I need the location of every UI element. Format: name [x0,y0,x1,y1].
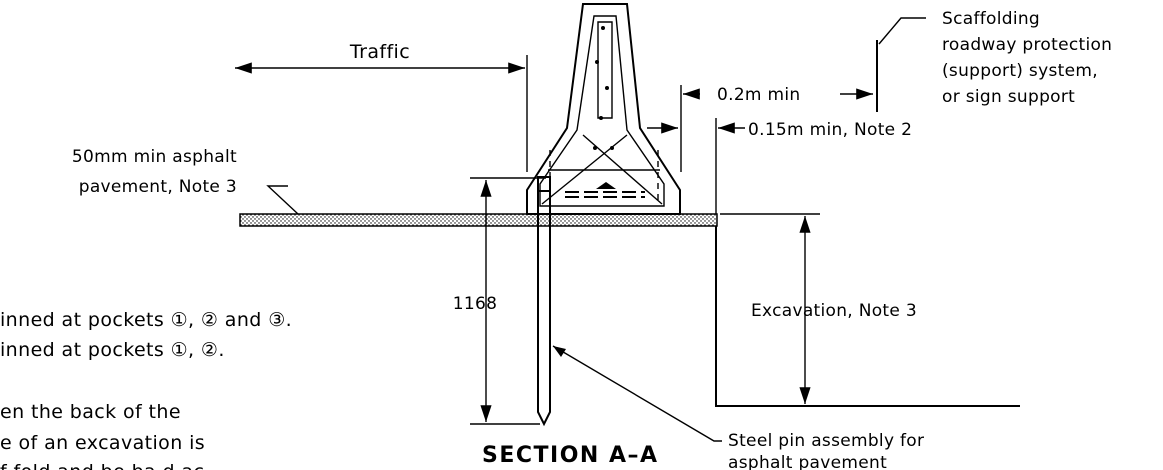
steel-pin-label-2: asphalt pavement [728,453,887,470]
pin-length-label: 1168 [453,294,497,314]
asphalt-label-1: 50mm min asphalt [72,147,237,167]
excavation: Excavation, Note 3 [715,213,1020,407]
asphalt-pavement [239,213,718,227]
scaffolding-support: Scaffolding roadway protection (support)… [876,9,1112,112]
clearance-0-15m: 0.15m min, Note 2 [647,118,912,214]
pin-length-dimension: 1168 [453,177,546,425]
note-line-3: en the back of the [0,401,181,423]
steel-pin-label-1: Steel pin assembly for [728,431,924,451]
notes-block: inned at pockets ①, ② and ③. inned at po… [0,309,292,470]
section-title: SECTION A–A [482,443,659,468]
steel-pin-leader: Steel pin assembly for asphalt pavement [552,345,924,470]
note-line-5: f fold and be ba d ac [0,461,204,470]
steel-pin [536,190,552,427]
note-line-2: inned at pockets ①, ②. [0,339,225,361]
asphalt-leader: 50mm min asphalt pavement, Note 3 [72,147,299,215]
scaffold-label-2: roadway protection [942,35,1112,55]
note-line-1: inned at pockets ①, ② and ③. [0,309,292,331]
note-line-4: e of an excavation is [0,432,205,454]
concrete-barrier [526,3,681,215]
excavation-label: Excavation, Note 3 [751,301,917,321]
scaffold-label-4: or sign support [942,87,1075,107]
asphalt-label-2: pavement, Note 3 [79,177,237,197]
scaffold-label-3: (support) system, [942,61,1098,81]
clearance-0-15-label: 0.15m min, Note 2 [748,120,912,140]
clearance-0-2-label: 0.2m min [717,85,800,105]
scaffold-label-1: Scaffolding [942,9,1040,29]
traffic-dimension: Traffic [235,41,528,172]
clearance-0-2m: 0.2m min [680,85,873,172]
traffic-label: Traffic [349,41,410,63]
